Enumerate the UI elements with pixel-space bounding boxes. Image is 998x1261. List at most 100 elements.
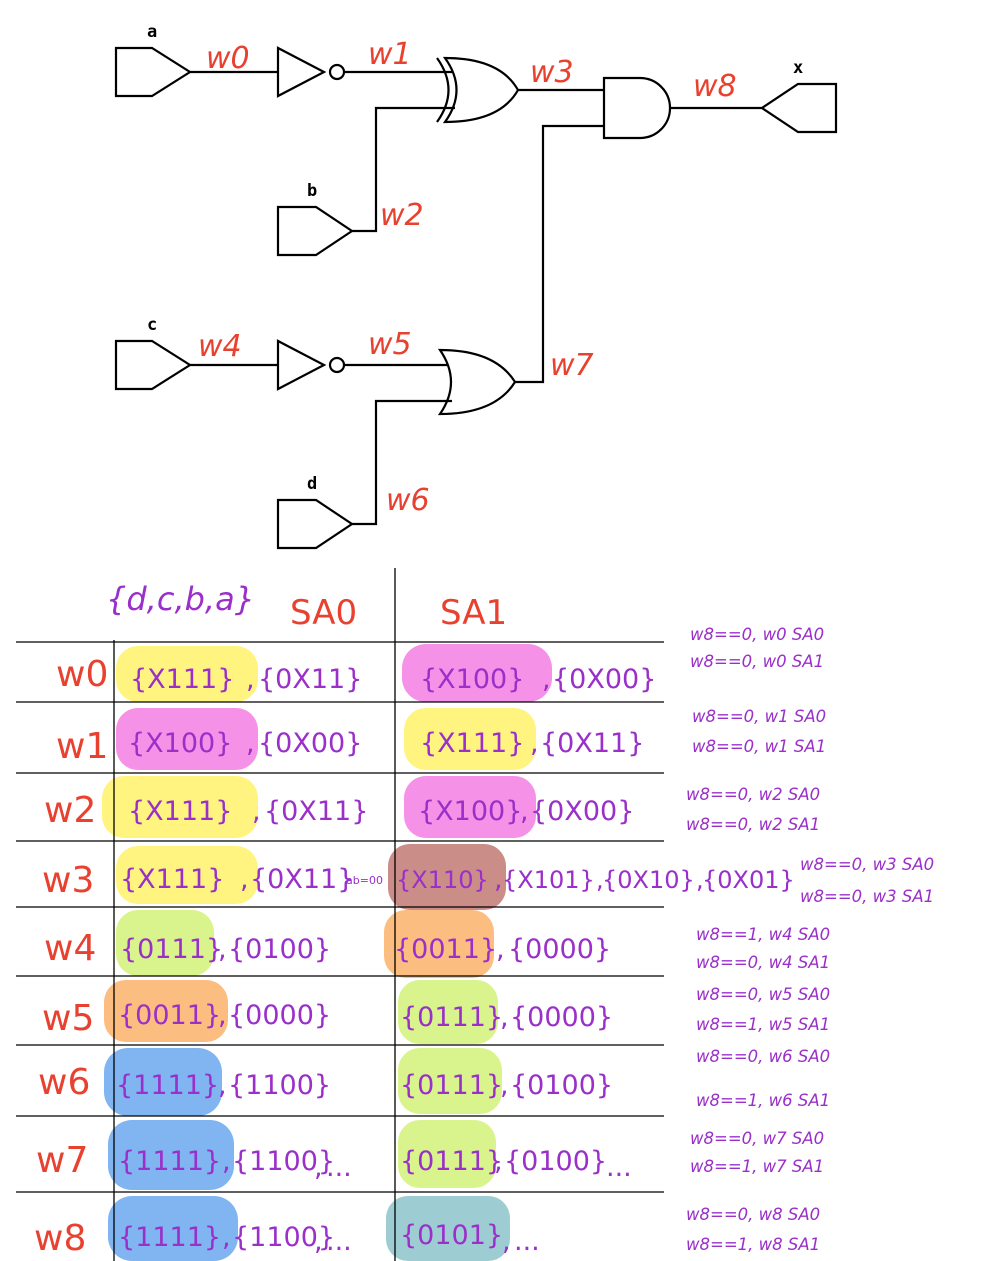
cell-w8-sa0-3: ... [326, 1226, 352, 1257]
annotation-w8-sa0: w8==0, w8 SA0 [686, 1205, 820, 1224]
annotation-w8-sa1: w8==1, w8 SA1 [686, 1235, 820, 1254]
input-port-d [276, 498, 354, 550]
highlight-w1-sa1 [404, 708, 536, 770]
wire-label-w7: w7 [550, 348, 594, 383]
not-gate-1 [276, 46, 327, 98]
cell-w0-sa1-1: {X100} [420, 664, 524, 695]
cell-w3-sa1-2: {X101} [502, 866, 595, 894]
cell-w5-sa1-1: {0111} [400, 1002, 503, 1033]
cell-w0-sa0-2: {0X11} [258, 664, 362, 695]
cell-w2-sa0-2: {0X11} [264, 796, 368, 827]
annotation-w7-sa0: w8==0, w7 SA0 [690, 1129, 824, 1148]
svg-text:,: , [222, 1222, 231, 1253]
highlight-w7-sa0 [108, 1120, 234, 1190]
highlight-w0-sa1 [402, 644, 552, 702]
annotation-w1-sa1: w8==0, w1 SA1 [692, 737, 826, 756]
cell-w6-sa1-2: {0100} [510, 1070, 613, 1101]
annotation-w4-sa1: w8==0, w4 SA1 [696, 953, 830, 972]
fault-table: {d,c,b,a} SA0 SA1 w0 w1 w2 w3 w4 w5 w6 w… [16, 568, 795, 1261]
cell-w3-sa1-4: {0X01} [702, 866, 795, 894]
row-label-w0: w0 [56, 654, 108, 695]
highlight-w5-sa1 [398, 980, 498, 1044]
cell-w1-sa0-1: {X100} [128, 728, 232, 759]
xor-gate [442, 56, 520, 124]
svg-text:,: , [500, 1070, 509, 1101]
svg-text:,: , [520, 796, 529, 827]
wire-label-w2: w2 [380, 198, 424, 233]
xor-back-arc [436, 57, 450, 123]
row-label-w6: w6 [38, 1062, 90, 1103]
annotation-w2-sa0: w8==0, w2 SA0 [686, 785, 820, 804]
svg-text:,: , [222, 1146, 231, 1177]
not-bubble-1 [328, 63, 346, 81]
highlight-w4-sa1 [384, 910, 494, 978]
annotation-w2-sa1: w8==0, w2 SA1 [686, 815, 820, 834]
cell-w7-sa0-2: {1100} [232, 1146, 335, 1177]
annotation-w0-sa1: w8==0, w0 SA1 [690, 652, 824, 671]
annotation-w5-sa1: w8==1, w5 SA1 [696, 1015, 830, 1034]
cell-w5-sa0-2: {0000} [228, 1000, 331, 1031]
wire-label-w3: w3 [530, 55, 574, 90]
highlight-w6-sa1 [398, 1048, 502, 1114]
cell-w0-sa1-2: {0X00} [552, 664, 656, 695]
cell-w0-sa0-1: {X111} [130, 664, 234, 695]
svg-text:,: , [542, 664, 551, 695]
cell-w7-sa1-2: {0100} [504, 1146, 607, 1177]
and-gate [602, 76, 672, 140]
cell-w6-sa0-2: {1100} [228, 1070, 331, 1101]
cell-w1-sa1-2: {0X11} [540, 728, 644, 759]
or-gate [437, 348, 517, 416]
highlight-w8-sa0 [108, 1196, 238, 1261]
cell-w8-sa0-2: {1100} [232, 1222, 335, 1253]
cell-w4-sa1-1: {0011} [394, 934, 497, 965]
svg-text:,: , [240, 864, 249, 895]
cell-w8-sa1-2: ... [514, 1226, 540, 1257]
input-label-b: b [307, 181, 317, 201]
annotation-w0-sa0: w8==0, w0 SA0 [690, 625, 824, 644]
annotations: w8==0, w0 SA0 w8==0, w0 SA1 w8==0, w1 SA… [686, 625, 934, 1254]
cell-w7-sa1-1: {0111} [400, 1146, 503, 1177]
annotation-w6-sa1: w8==1, w6 SA1 [696, 1091, 830, 1110]
annotation-w4-sa0: w8==1, w4 SA0 [696, 925, 830, 944]
cell-w4-sa0-1: {0111} [120, 934, 223, 965]
cell-w3-sa0-2: {0X11} [250, 864, 354, 895]
annotation-w3-sa0: w8==0, w3 SA0 [800, 855, 934, 874]
svg-text:,: , [494, 864, 503, 895]
circuit-diagram: a b x c d w0 w1 [114, 22, 838, 550]
cell-w8-sa0-1: {1111} [118, 1222, 221, 1253]
cell-w7-sa0-3: ... [326, 1152, 352, 1183]
svg-text:,: , [218, 1000, 227, 1031]
highlight-w2-sa0 [102, 776, 258, 838]
row-label-w3: w3 [42, 860, 94, 901]
cell-w4-sa0-2: {0100} [228, 934, 331, 965]
header-inputs: {d,c,b,a} [106, 580, 255, 618]
cell-w3-sa0-1: {X111} [120, 864, 224, 895]
svg-text:,: , [246, 664, 255, 695]
input-port-b [276, 205, 354, 257]
highlight-w0-sa0 [116, 646, 258, 702]
cell-w6-sa1-1: {0111} [400, 1070, 503, 1101]
annotation-w1-sa0: w8==0, w1 SA0 [692, 707, 826, 726]
wire-label-w1: w1 [368, 37, 412, 72]
highlight-w1-sa0 [116, 708, 258, 770]
svg-text:,: , [314, 1226, 323, 1257]
svg-text:,: , [496, 934, 505, 965]
sa1-highlights [384, 644, 552, 1261]
not-gate-2 [276, 339, 327, 391]
svg-text:,: , [696, 866, 704, 894]
svg-text:,: , [596, 866, 604, 894]
svg-text:,: , [218, 1070, 227, 1101]
cell-w2-sa0-1: {X111} [128, 796, 232, 827]
annotation-w5-sa0: w8==0, w5 SA0 [696, 985, 830, 1004]
annotation-w3-sa1: w8==0, w3 SA1 [800, 887, 934, 906]
table-grid [16, 568, 664, 1261]
highlight-w2-sa1 [404, 776, 536, 838]
input-label-d: d [307, 474, 317, 494]
svg-text:,: , [502, 1226, 511, 1257]
cell-w6-sa0-1: {1111} [116, 1070, 219, 1101]
cell-w1-sa1-1: {X111} [420, 728, 524, 759]
highlight-w8-sa1 [386, 1196, 510, 1261]
sa0-highlights [102, 646, 258, 1261]
input-port-c [114, 339, 193, 391]
